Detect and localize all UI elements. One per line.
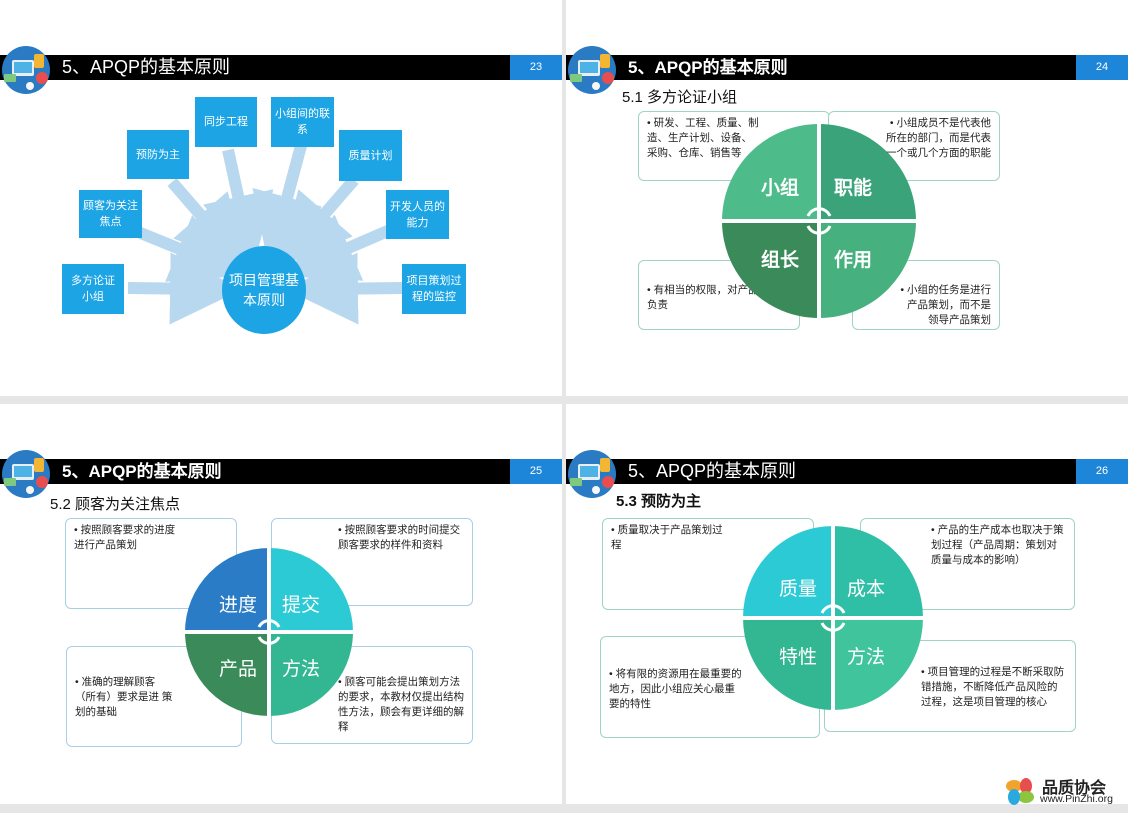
quadrant-label: 方法 — [282, 654, 320, 681]
slide-title: 5、APQP的基本原则 — [628, 459, 796, 484]
quadrant-label: 作用 — [834, 245, 872, 272]
slide-header: 5、APQP的基本原则 24 — [566, 55, 1128, 80]
quadrant-circle — [183, 546, 355, 718]
principle-bubble: 项目策划过程的监控 — [402, 264, 466, 314]
principle-bubble: 小组间的联系 — [271, 97, 334, 147]
principle-bubble: 开发人员的能力 — [386, 190, 449, 239]
quadrant-tr — [833, 526, 923, 618]
watermark: 品质协会 www.PinZhi.org — [1002, 774, 1126, 808]
quadrant-label: 小组 — [761, 173, 799, 200]
quadrant-tl — [743, 526, 833, 618]
quadrant-circle — [720, 122, 918, 320]
principle-bubble: 质量计划 — [339, 130, 402, 181]
slide-title: 5、APQP的基本原则 — [62, 459, 222, 484]
office-illustration-icon — [0, 444, 58, 500]
principle-bubble: 同步工程 — [195, 97, 257, 147]
quadrant-label: 方法 — [847, 642, 885, 669]
page-number: 26 — [1076, 459, 1128, 484]
slide-23[interactable]: 5、APQP的基本原则 23 项目管理基本原则 多方论证小组 顾客为关注焦点 — [0, 0, 562, 396]
pinwheel-logo-icon — [1002, 776, 1038, 806]
center-circle: 项目管理基本原则 — [222, 246, 306, 334]
slide-24[interactable]: 5、APQP的基本原则 24 5.1 多方论证小组 • 研发、工程、质量、制造、… — [566, 0, 1128, 396]
quadrant-label: 进度 — [219, 590, 257, 617]
quadrant-label: 组长 — [761, 245, 799, 272]
office-illustration-icon — [566, 40, 624, 96]
quadrant-label: 特性 — [779, 642, 817, 669]
page-number: 25 — [510, 459, 562, 484]
quadrant-label: 成本 — [847, 574, 885, 601]
page-number: 24 — [1076, 55, 1128, 80]
section-subtitle: 5.1 多方论证小组 — [622, 86, 737, 107]
quadrant-circle — [741, 524, 925, 712]
slide-26[interactable]: 5、APQP的基本原则 26 5.3 预防为主 • 质量取决于产品策划过程 • … — [566, 404, 1128, 804]
principle-bubble: 预防为主 — [127, 130, 189, 179]
quadrant-label: 提交 — [282, 590, 320, 617]
principle-bubble: 顾客为关注焦点 — [79, 190, 142, 238]
principle-bubble: 多方论证小组 — [62, 264, 124, 314]
watermark-url: www.PinZhi.org — [1040, 793, 1113, 805]
slide-header: 5、APQP的基本原则 25 — [0, 459, 562, 484]
quadrant-label: 质量 — [779, 574, 817, 601]
quadrant-label: 产品 — [219, 654, 257, 681]
quadrant-label: 职能 — [834, 173, 872, 200]
slide-header: 5、APQP的基本原则 26 — [566, 459, 1128, 484]
section-subtitle: 5.3 预防为主 — [616, 490, 701, 511]
slide-25[interactable]: 5、APQP的基本原则 25 5.2 顾客为关注焦点 • 按照顾客要求的进度进行… — [0, 404, 562, 804]
slide-title: 5、APQP的基本原则 — [628, 55, 788, 80]
section-subtitle: 5.2 顾客为关注焦点 — [50, 493, 180, 514]
